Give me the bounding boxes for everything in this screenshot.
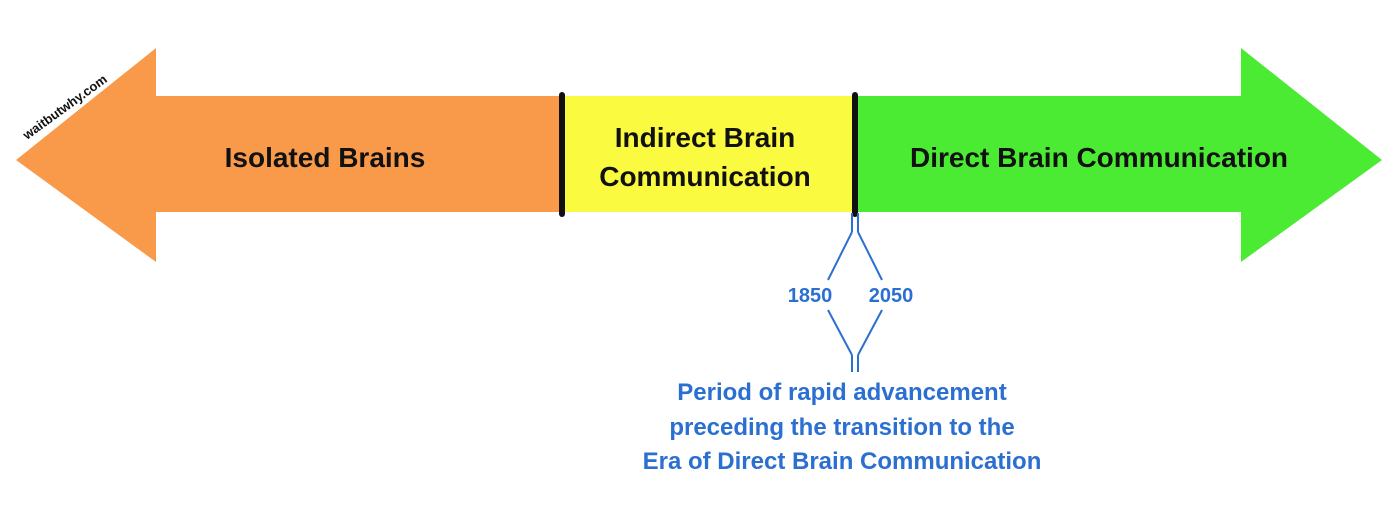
direct-brain-label: Direct Brain Communication xyxy=(910,142,1288,173)
caption-line-3: Era of Direct Brain Communication xyxy=(643,448,1042,475)
isolated-brains-label: Isolated Brains xyxy=(225,142,426,173)
indirect-brain-communication-band xyxy=(562,96,855,212)
bracket-left-lower xyxy=(827,309,853,356)
transition-period-bracket xyxy=(827,213,883,372)
indirect-brain-label-line1: Indirect Brain xyxy=(615,122,795,153)
indirect-brain-label-line2: Communication xyxy=(599,161,811,192)
start-year-label: 1850 xyxy=(788,285,833,307)
bracket-right-upper xyxy=(857,231,883,281)
bracket-right-lower xyxy=(857,309,883,356)
direct-brain-communication-arrow xyxy=(855,48,1382,262)
end-year-label: 2050 xyxy=(869,285,914,307)
caption-line-2: preceding the transition to the xyxy=(669,414,1014,441)
bracket-top-stem xyxy=(851,213,859,232)
bracket-left-upper xyxy=(827,231,853,281)
bracket-bottom-stem xyxy=(851,355,859,372)
isolated-brains-arrow xyxy=(16,48,562,262)
caption-line-1: Period of rapid advancement xyxy=(677,379,1006,406)
